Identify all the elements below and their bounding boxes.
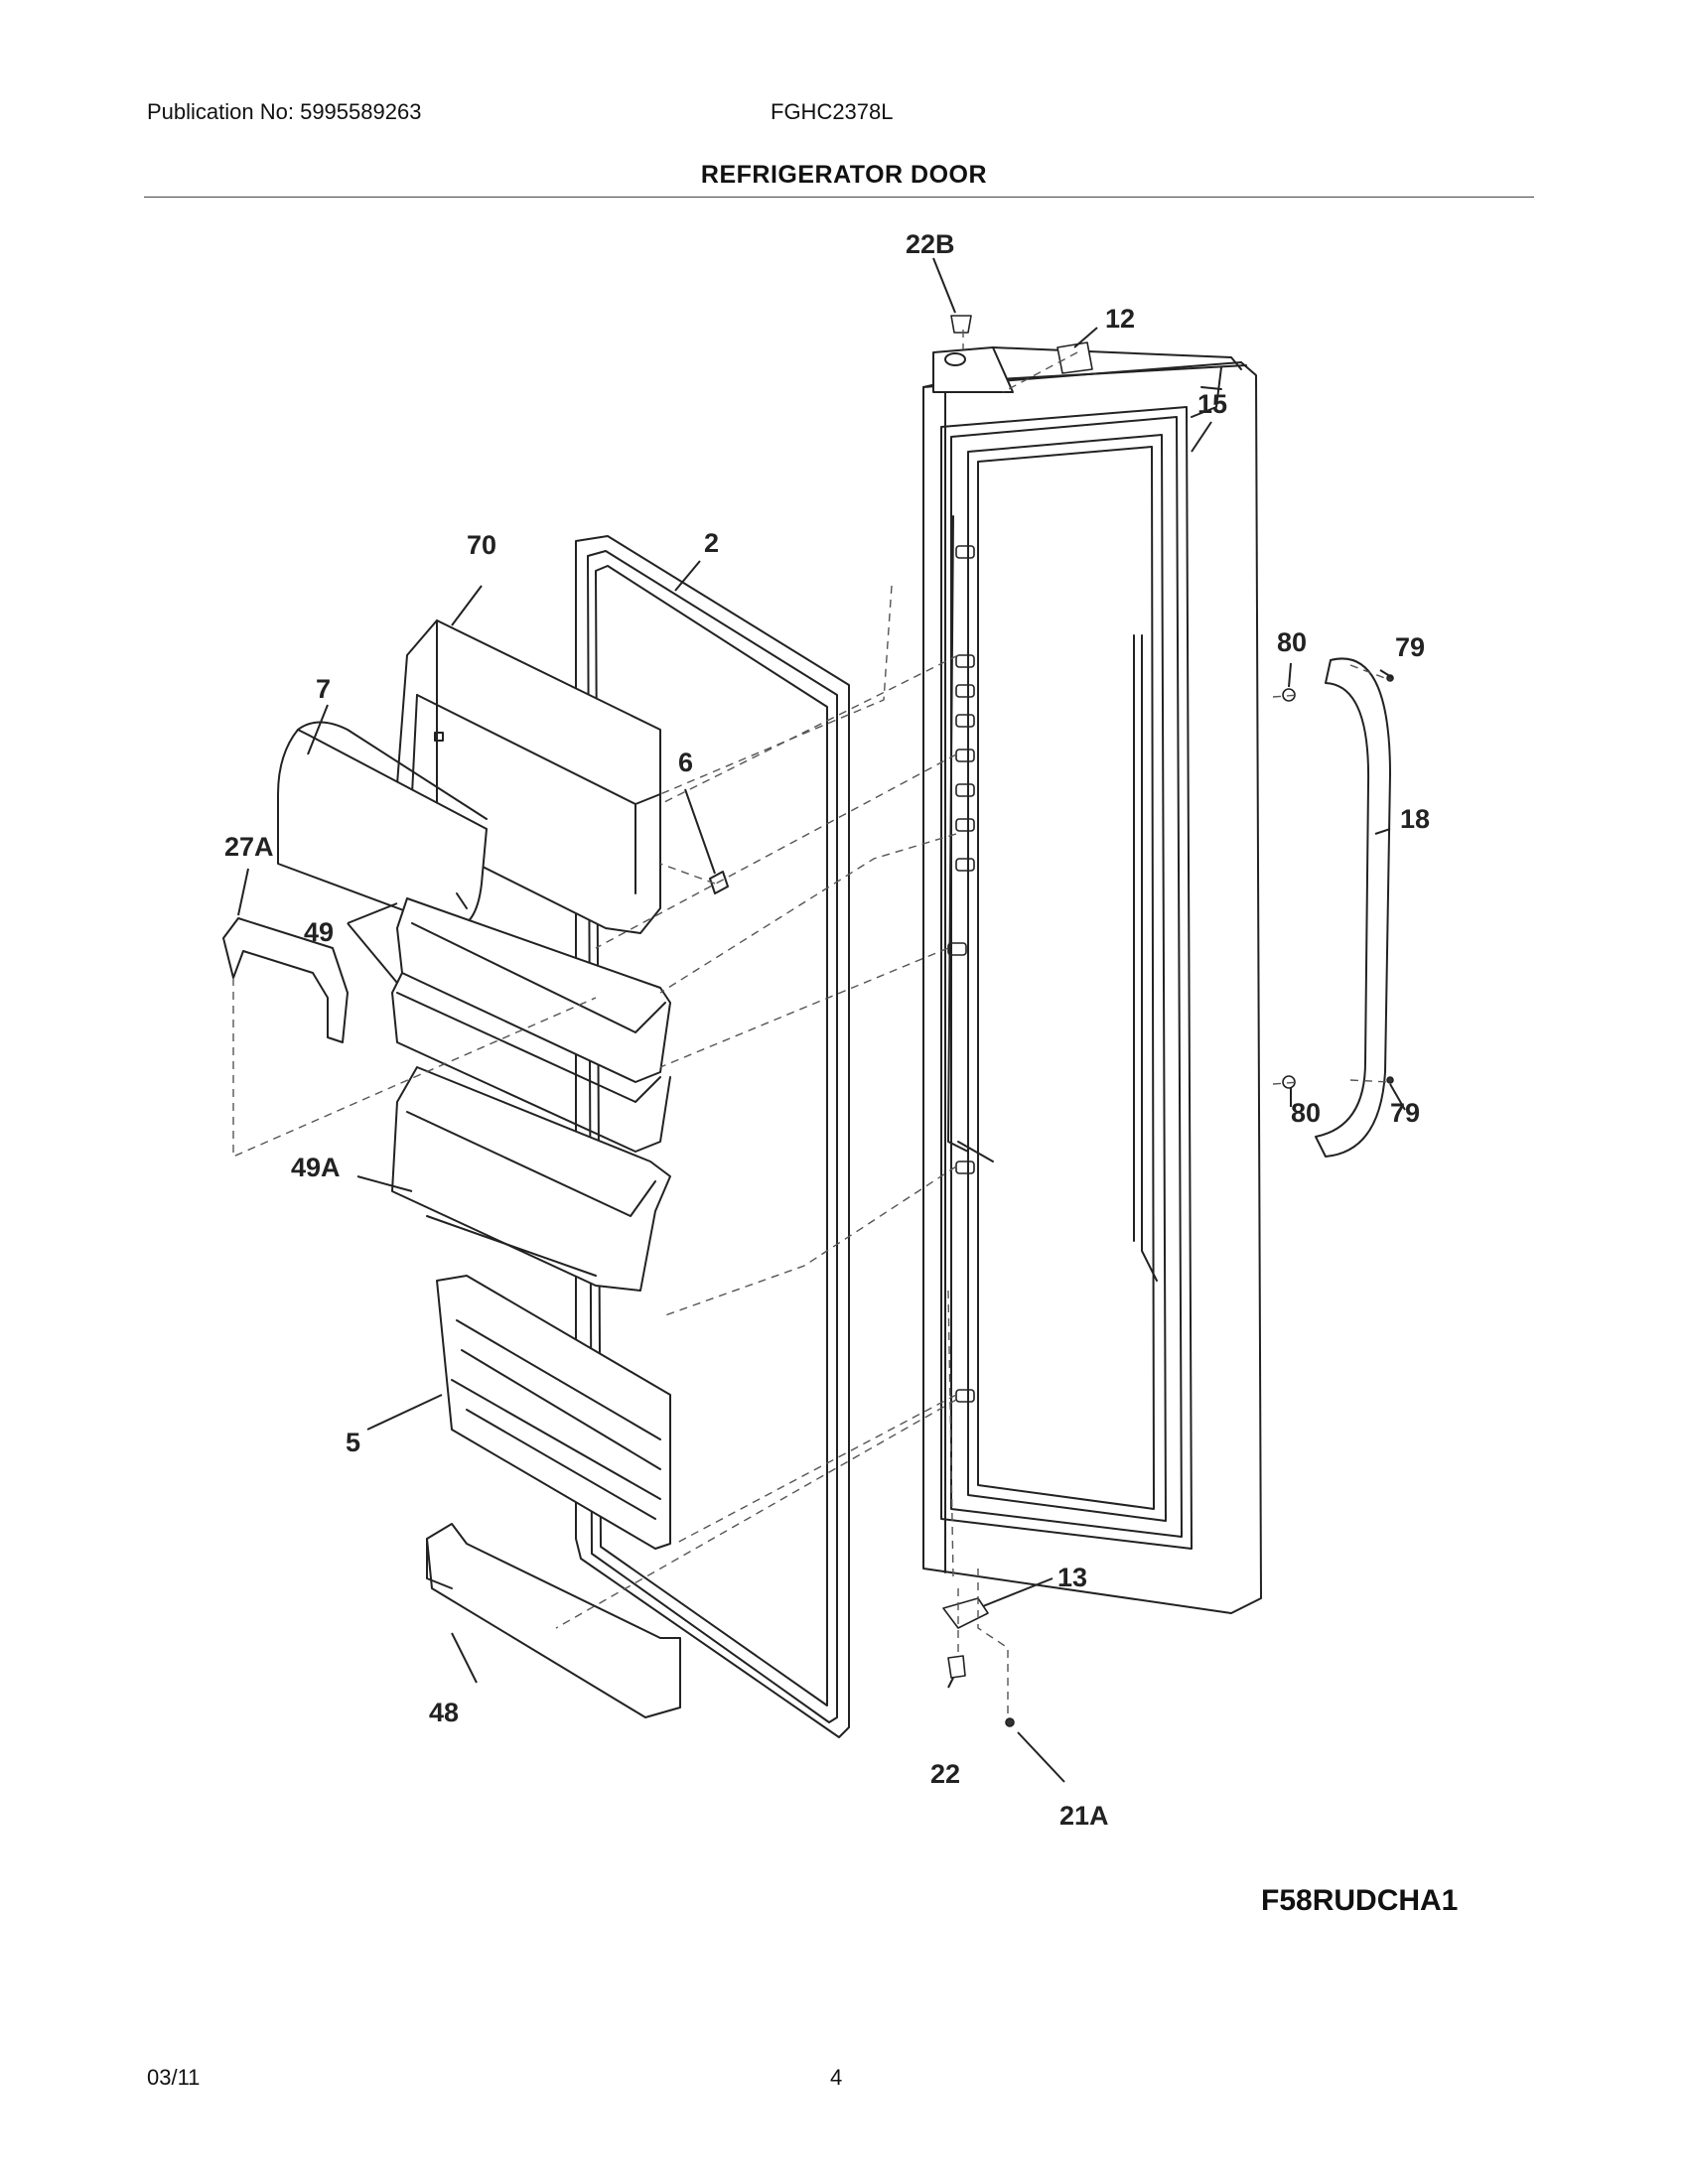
part-label-80-top: 80 bbox=[1277, 627, 1307, 657]
part-label-49A: 49A bbox=[291, 1153, 341, 1182]
model-number: FGHC2378L bbox=[771, 99, 894, 124]
part-label-49: 49 bbox=[304, 917, 334, 947]
part-label-79-top: 79 bbox=[1395, 632, 1425, 662]
part-label-5: 5 bbox=[346, 1428, 360, 1457]
hinge-plate-drawing bbox=[942, 1597, 989, 1629]
large-door-bin-drawing bbox=[391, 1066, 671, 1292]
screw-79-bottom-drawing bbox=[1386, 1076, 1394, 1084]
part-label-48: 48 bbox=[429, 1698, 459, 1727]
screw-21A-drawing bbox=[1005, 1717, 1015, 1727]
part-label-27A: 27A bbox=[224, 832, 274, 862]
part-label-70: 70 bbox=[467, 530, 496, 560]
publication-number: Publication No: 5995589263 bbox=[147, 99, 422, 124]
page-title: REFRIGERATOR DOOR bbox=[700, 161, 988, 189]
bottom-bin-drawing bbox=[426, 1523, 681, 1718]
can-rack-drawing bbox=[436, 1275, 671, 1550]
header-divider bbox=[144, 197, 1534, 198]
small-handle-drawing bbox=[222, 917, 349, 1043]
part-label-18: 18 bbox=[1400, 804, 1430, 834]
part-label-80-bottom: 80 bbox=[1291, 1098, 1321, 1128]
part-label-15: 15 bbox=[1197, 389, 1227, 419]
hinge-bushing-bottom-drawing bbox=[947, 1655, 966, 1679]
part-label-6: 6 bbox=[678, 748, 693, 777]
door-panel-drawing bbox=[922, 346, 1262, 1614]
part-label-22: 22 bbox=[930, 1759, 960, 1789]
hinge-bushing-top-drawing bbox=[950, 315, 972, 334]
screw-80-top-drawing bbox=[1282, 688, 1296, 702]
part-label-12: 12 bbox=[1105, 304, 1135, 334]
part-label-21A: 21A bbox=[1059, 1801, 1109, 1831]
door-bin-drawing bbox=[391, 897, 671, 1153]
part-label-7: 7 bbox=[316, 674, 331, 704]
page-number: 4 bbox=[830, 2065, 843, 2090]
part-label-13: 13 bbox=[1057, 1563, 1087, 1592]
footer-date: 03/11 bbox=[147, 2065, 201, 2090]
door-handle-drawing bbox=[1315, 657, 1391, 1158]
part-label-22B: 22B bbox=[906, 229, 955, 259]
part-label-79-bottom: 79 bbox=[1390, 1098, 1420, 1128]
part-label-2: 2 bbox=[704, 528, 719, 558]
screw-80-bottom-drawing bbox=[1282, 1075, 1296, 1089]
drawing-code: F58RUDCHA1 bbox=[1261, 1884, 1459, 1917]
